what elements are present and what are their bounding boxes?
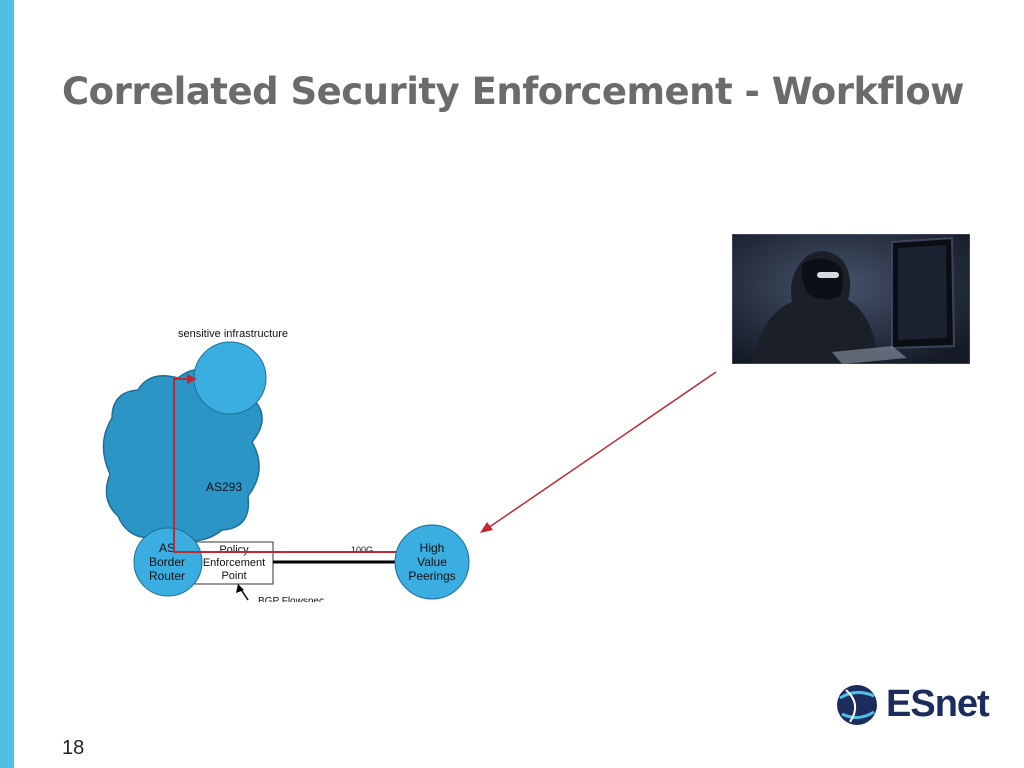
attacker-arrowhead-icon [480,522,493,533]
policy-label-3: Point [221,570,246,582]
router-label-2: Border [149,555,185,569]
flowspec-arrowhead-icon [236,584,244,593]
page-number: 18 [62,737,85,759]
cloud-label: AS293 [206,480,242,494]
link-label: 100G [351,545,373,555]
router-label-3: Router [149,569,185,583]
border-router-node [133,527,203,597]
accent-side-bar [0,0,14,768]
sensitive-infrastructure-node [193,341,267,415]
esnet-logo-text: ESnet [886,683,990,725]
flowspec-label: BGP Flowspec [258,596,324,607]
policy-label-2: Enforcement [203,557,265,569]
policy-label-1: Policy [219,544,249,556]
peerings-label-2: Value [417,555,447,569]
router-label-1: AS [159,541,175,555]
peerings-node [394,524,470,600]
sensitive-label: sensitive infrastructure [178,328,288,340]
peerings-label-1: High [420,541,445,555]
attack-path [173,378,396,553]
peerings-label-3: Peerings [408,569,455,583]
attacker-arrow [487,371,717,529]
attack-path-arrowhead-icon [187,374,197,384]
slide-title: Correlated Security Enforcement - Workfl… [62,70,964,113]
esnet-logo [837,685,877,725]
hacker-photo [732,234,970,364]
